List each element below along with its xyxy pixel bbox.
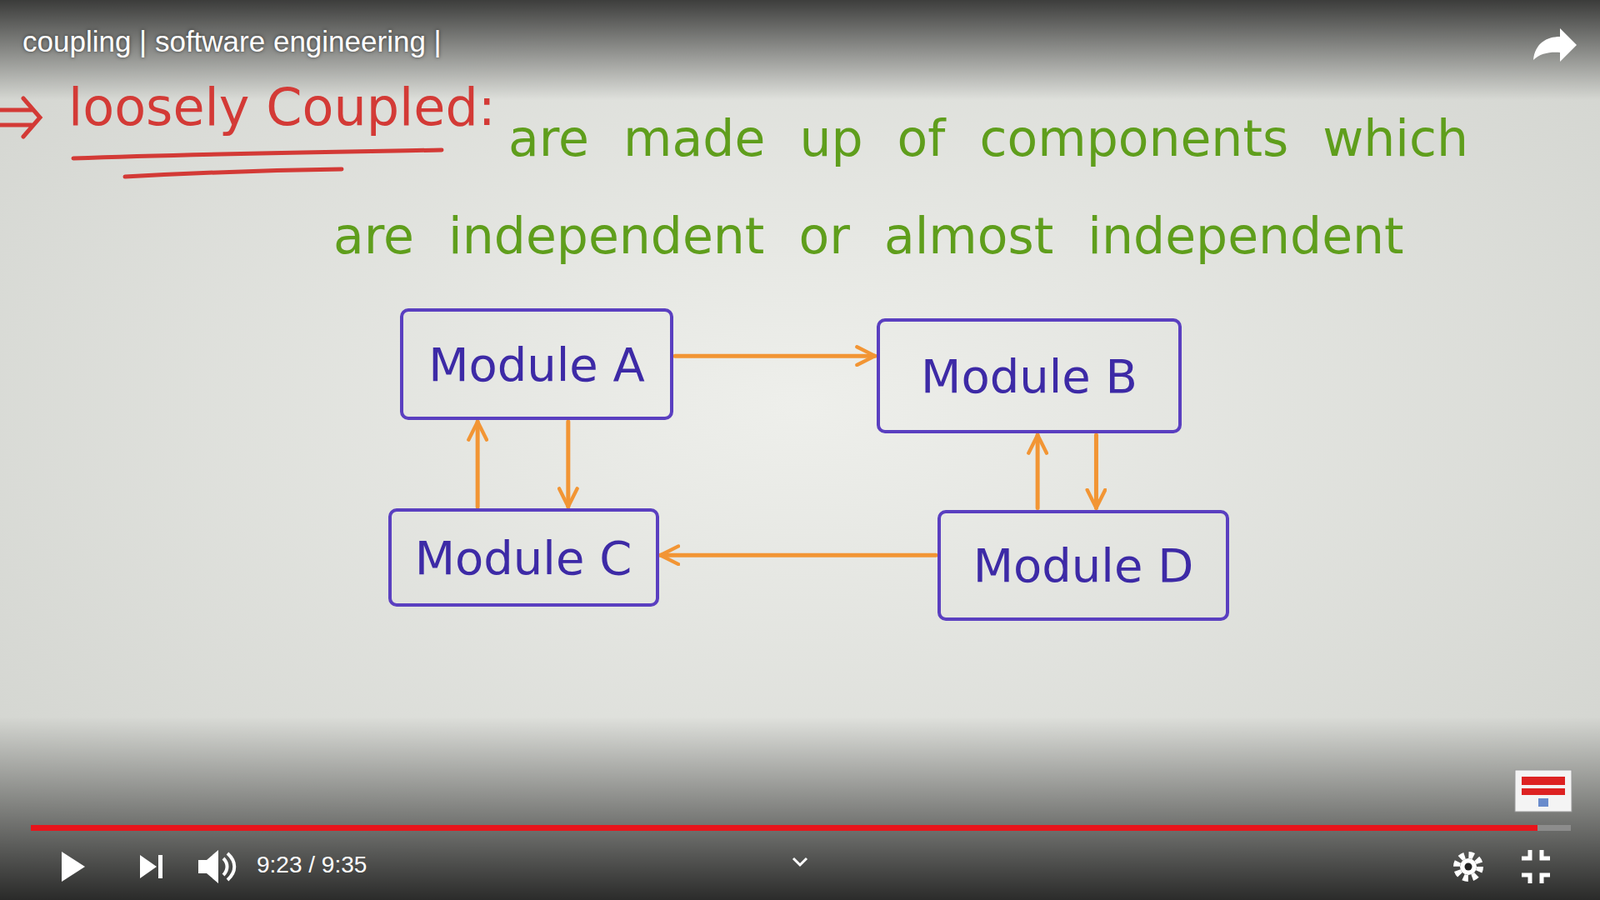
implies-arrow: [0, 98, 40, 137]
module-box: Module B: [876, 318, 1182, 434]
module-box: Module C: [388, 508, 660, 607]
dependency-arrow: [675, 354, 875, 359]
share-icon: [1533, 28, 1577, 62]
subscribe-badge: [1521, 788, 1565, 795]
progress-track: [30, 825, 1571, 831]
next-icon: [158, 855, 163, 879]
heading-term: loosely Coupled:: [68, 76, 496, 139]
volume-icon: [198, 850, 219, 884]
underline: [125, 169, 342, 177]
settings-icon: [1465, 863, 1473, 871]
next-icon: [140, 855, 157, 879]
dependency-arrow: [660, 553, 937, 558]
module-name: Module D: [973, 538, 1195, 593]
fullscreen-icon: [1521, 850, 1550, 884]
dependency-arrow: [1094, 435, 1099, 509]
module-box: Module D: [937, 510, 1230, 621]
module-name: Module C: [415, 530, 633, 585]
progress-bar: [30, 825, 1538, 831]
chevron-icon: [793, 858, 807, 865]
subscribe-badge: [1521, 776, 1565, 785]
settings-icon: [1460, 858, 1477, 875]
definition-note: are made up of components which are inde…: [333, 90, 1550, 285]
video-title: coupling | software engineering |: [22, 25, 442, 59]
subscribe-badge: [1538, 798, 1549, 807]
module-box: Module A: [400, 308, 674, 420]
underline: [73, 150, 442, 159]
settings-icon: [1456, 855, 1480, 879]
dependency-arrow: [475, 421, 480, 507]
volume-icon: [223, 853, 235, 880]
dependency-arrow: [565, 421, 570, 507]
module-name: Module B: [920, 349, 1138, 404]
subscribe-badge: [1515, 770, 1572, 812]
dependency-arrow: [1035, 435, 1040, 509]
play-icon: [61, 851, 85, 882]
module-name: Module A: [428, 337, 645, 392]
video-time: 9:23 / 9:35: [256, 850, 367, 880]
bottom-shade: [0, 716, 1600, 900]
